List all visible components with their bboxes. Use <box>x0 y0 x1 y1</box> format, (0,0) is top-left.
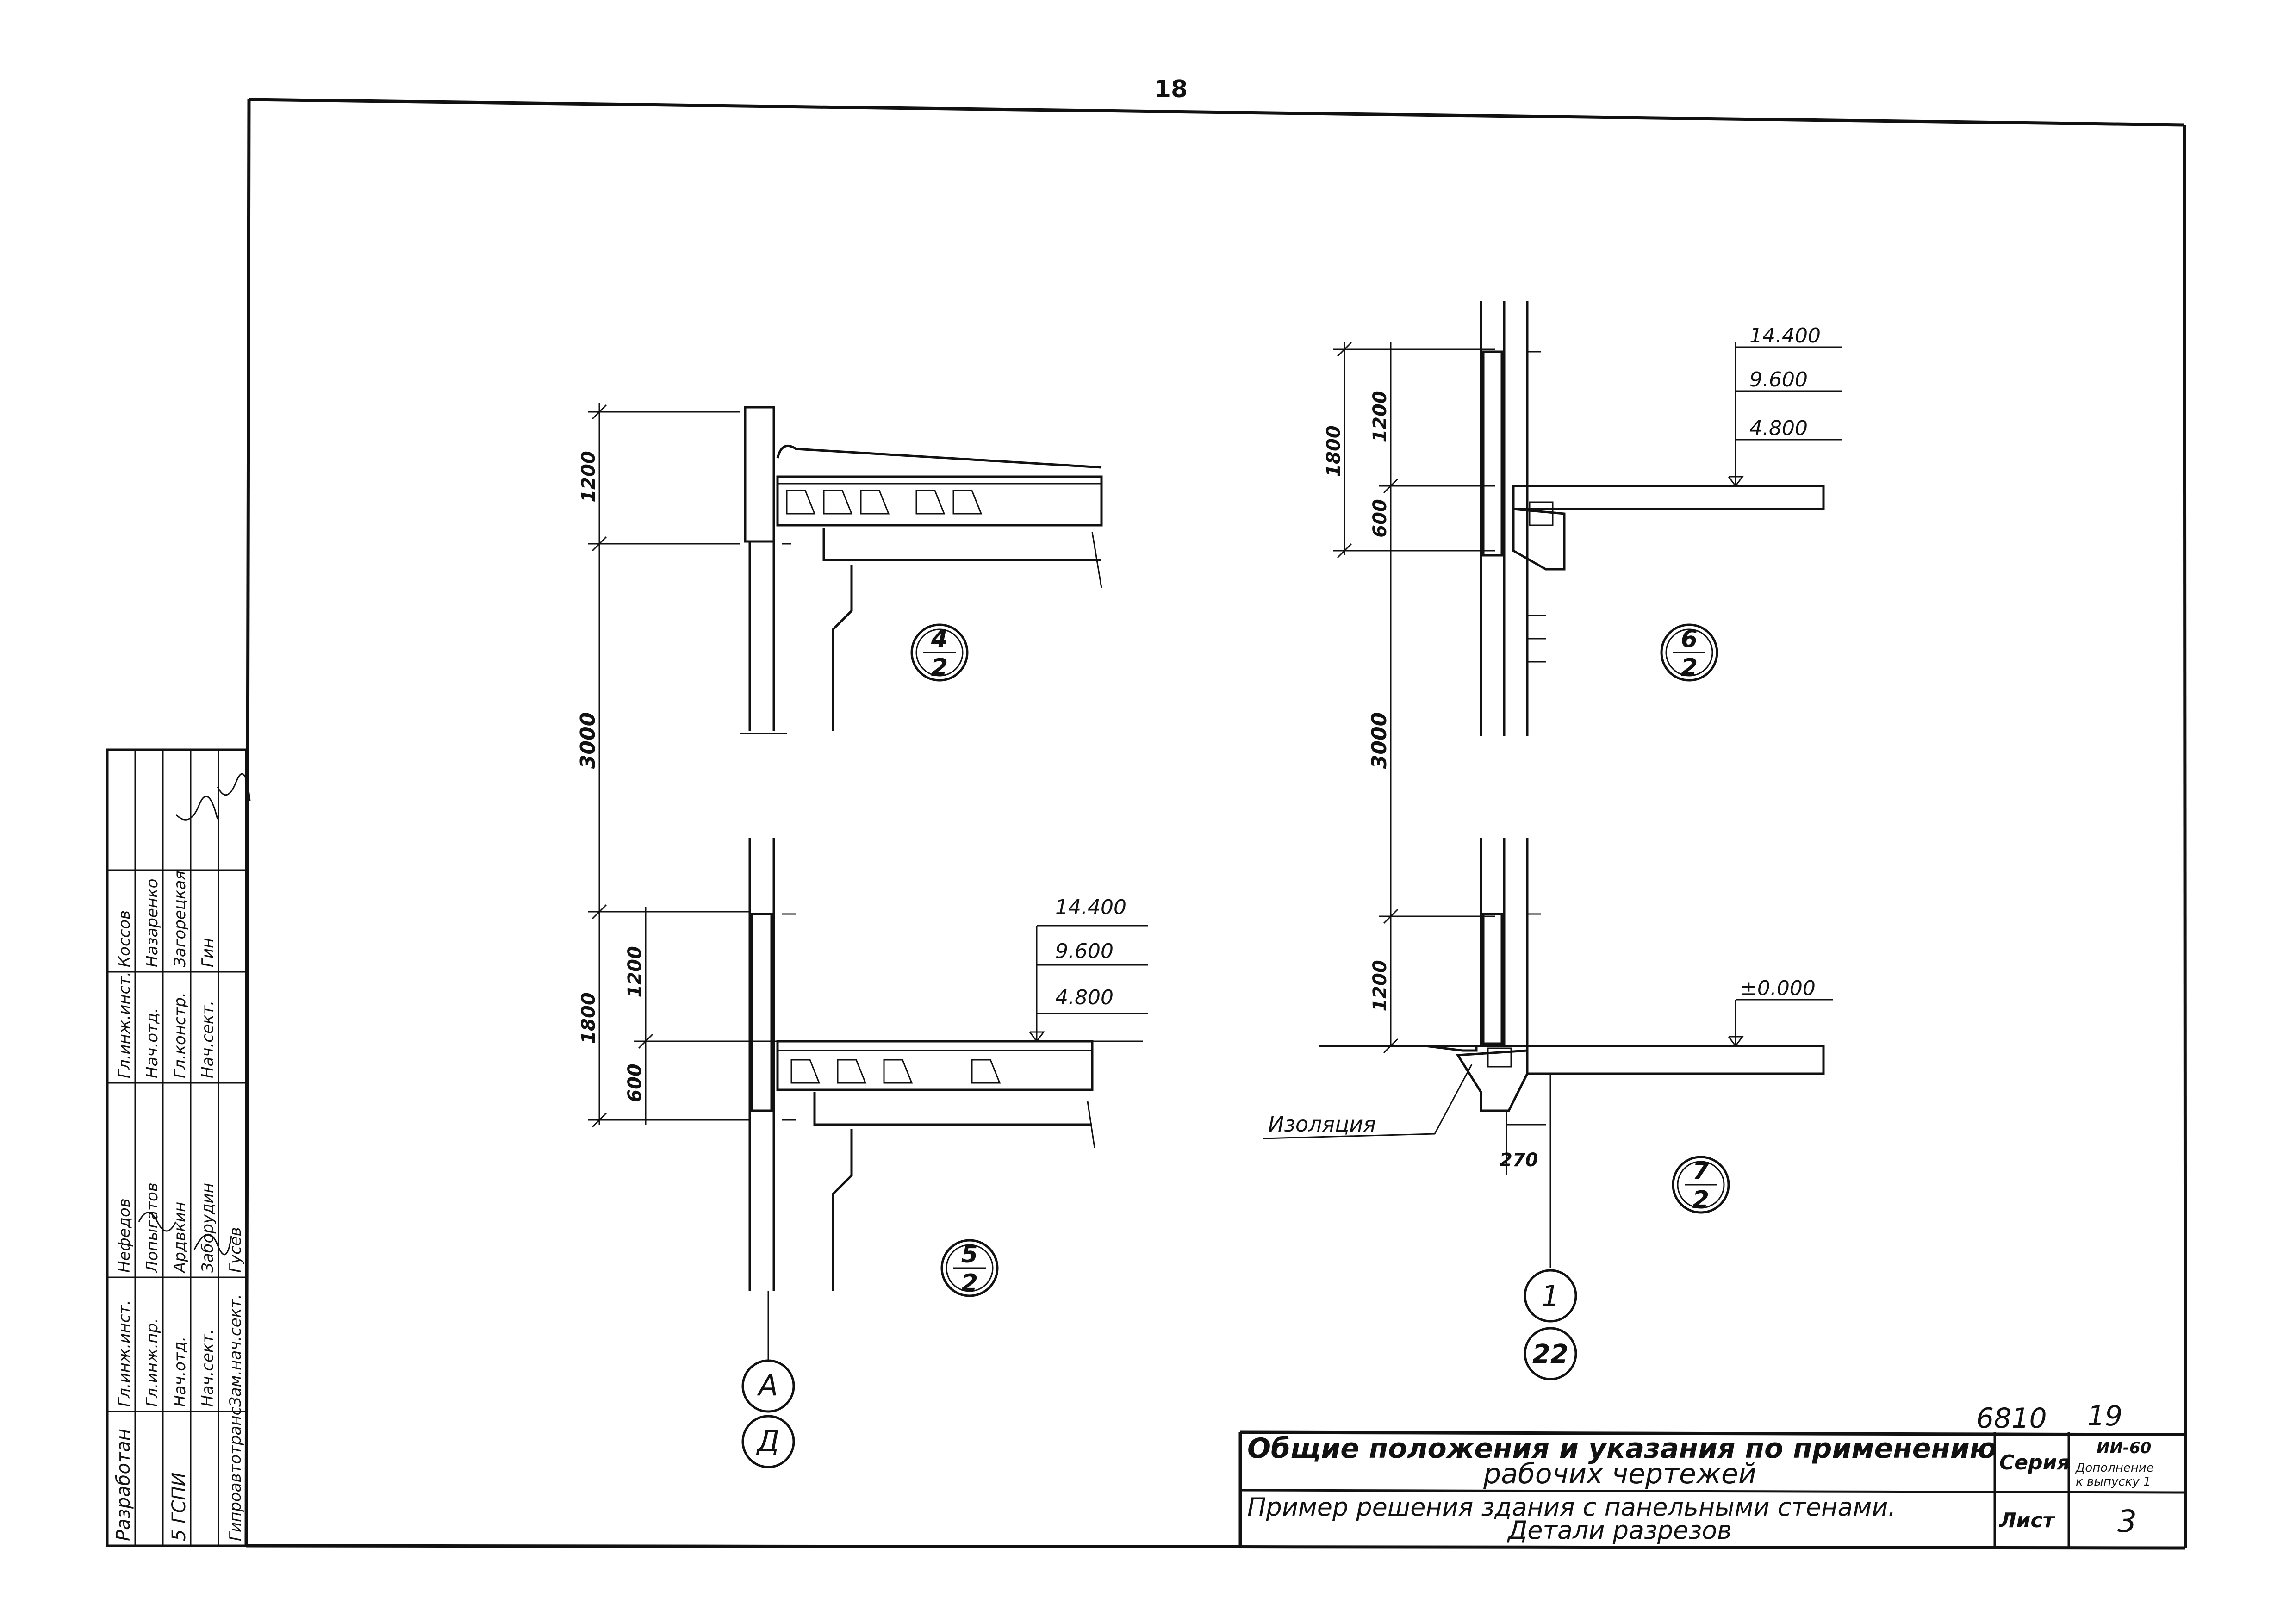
signature-scribble <box>138 773 251 1256</box>
dim-3000-right: 3000 <box>1368 712 1391 769</box>
stamp-name-2: Лопыгатов <box>143 1182 162 1274</box>
stamp-name2-1: Коссов <box>115 910 134 967</box>
stamp-org-2: 5 ГСПИ <box>168 1473 190 1541</box>
stamp-role-4: Нач.сект. <box>199 1329 217 1407</box>
stamp-org-1: Разработан <box>113 1429 134 1541</box>
axis-d: Д <box>756 1424 779 1458</box>
stamp-name-3: Ардвкин <box>171 1202 189 1274</box>
stamp-role-5: Зам.нач.сект. <box>226 1294 245 1407</box>
approval-stamp: Разработан 5 ГСПИ Гипроавтотранс Гл.инж.… <box>106 748 251 1547</box>
series-value: ИИ-60 <box>2097 1439 2151 1457</box>
insulation-label: Изоляция <box>1268 1112 1376 1137</box>
level-9600-b: 9.600 <box>1749 368 1808 392</box>
level-zero: ±0.000 <box>1740 976 1816 1000</box>
stamp-name2-4: Гин <box>199 938 217 967</box>
detail-6-2: 14.400 9.600 4.800 6 2 1800 1200 600 300… <box>1323 301 1842 912</box>
stamp-name2-3: Загорецкая <box>171 871 189 967</box>
detail-7-den: 2 <box>1692 1186 1709 1214</box>
dim-1200-right-top: 1200 <box>1369 391 1391 442</box>
detail-5-den: 2 <box>961 1269 978 1297</box>
detail-7-2: ±0.000 Изоляция 270 7 2 1200 <box>1263 838 1833 1268</box>
axis-markers-left: А Д <box>741 1359 795 1468</box>
level-14400-b: 14.400 <box>1749 324 1821 348</box>
dim-270: 270 <box>1500 1150 1538 1171</box>
detail-5-num: 5 <box>961 1241 978 1269</box>
stamp-name2-2: Назаренко <box>143 879 162 967</box>
subtitle-line-1: Пример решения здания с панельными стена… <box>1247 1492 1896 1522</box>
stamp-name-5: Гусев <box>226 1227 245 1273</box>
stamp-role2-3: Гл.констр. <box>171 992 189 1078</box>
series-label: Серия <box>1999 1451 2070 1474</box>
dim-1200-left: 1200 <box>624 946 646 997</box>
sheet-value: 3 <box>2117 1504 2137 1539</box>
detail-4-den: 2 <box>931 654 948 682</box>
dim-1800-right: 1800 <box>1323 425 1344 477</box>
stamp-role2-2: Нач.отд. <box>143 1008 162 1078</box>
dim-1200-top: 1200 <box>578 451 599 502</box>
stamp-role-1: Гл.инж.инст. <box>115 1300 134 1407</box>
level-4800-a: 4.800 <box>1055 986 1114 1009</box>
stamp-role2-1: Гл.инж.инст. <box>115 971 134 1078</box>
level-4800-b: 4.800 <box>1749 417 1808 440</box>
stamp-name-1: Нефедов <box>115 1198 134 1273</box>
series-note-2: к выпуску 1 <box>2076 1475 2151 1489</box>
dim-600-left: 600 <box>624 1063 646 1102</box>
title-line-1: Общие положения и указания по применению <box>1247 1432 1997 1465</box>
dim-3000-left: 3000 <box>576 712 600 769</box>
detail-7-num: 7 <box>1692 1157 1710 1185</box>
drawing-code: 6810 <box>1976 1402 2047 1435</box>
detail-6-num: 6 <box>1681 625 1698 653</box>
series-note-1: Дополнение <box>2075 1461 2154 1475</box>
level-9600-a: 9.600 <box>1055 939 1114 963</box>
page-number: 18 <box>1154 75 1188 103</box>
dim-1800-left: 1800 <box>578 992 599 1044</box>
sheet-ref: 19 <box>2087 1400 2122 1432</box>
dim-1200-right-bottom: 1200 <box>1369 960 1391 1011</box>
axis-markers-right: 1 22 <box>1524 1269 1577 1380</box>
detail-4-num: 4 <box>931 625 948 653</box>
stamp-role-3: Нач.отд. <box>171 1337 189 1407</box>
drawing-frame <box>244 98 2187 1550</box>
stamp-name-4: Заборудин <box>199 1183 217 1273</box>
title-line-2: рабочих чертежей <box>1483 1458 1756 1490</box>
stamp-org-3: Гипроавтотранс <box>226 1406 245 1541</box>
title-block: 6810 19 Общие положения и указания по пр… <box>1238 1400 2185 1548</box>
axis-22: 22 <box>1532 1339 1568 1369</box>
detail-6-den: 2 <box>1681 654 1698 682</box>
axis-a: А <box>757 1368 778 1402</box>
level-14400-a: 14.400 <box>1055 895 1126 919</box>
axis-1: 1 <box>1541 1279 1559 1313</box>
dim-600-right: 600 <box>1369 499 1391 538</box>
detail-5-2: 14.400 9.600 4.800 5 2 1800 1200 600 <box>578 838 1148 1361</box>
subtitle-line-2: Детали разрезов <box>1507 1516 1732 1545</box>
stamp-role2-4: Нач.сект. <box>199 1001 217 1078</box>
sheet-label: Лист <box>1998 1509 2055 1532</box>
stamp-role-2: Гл.инж.пр. <box>143 1318 162 1407</box>
detail-4-2: 4 2 1200 3000 <box>576 403 1103 907</box>
